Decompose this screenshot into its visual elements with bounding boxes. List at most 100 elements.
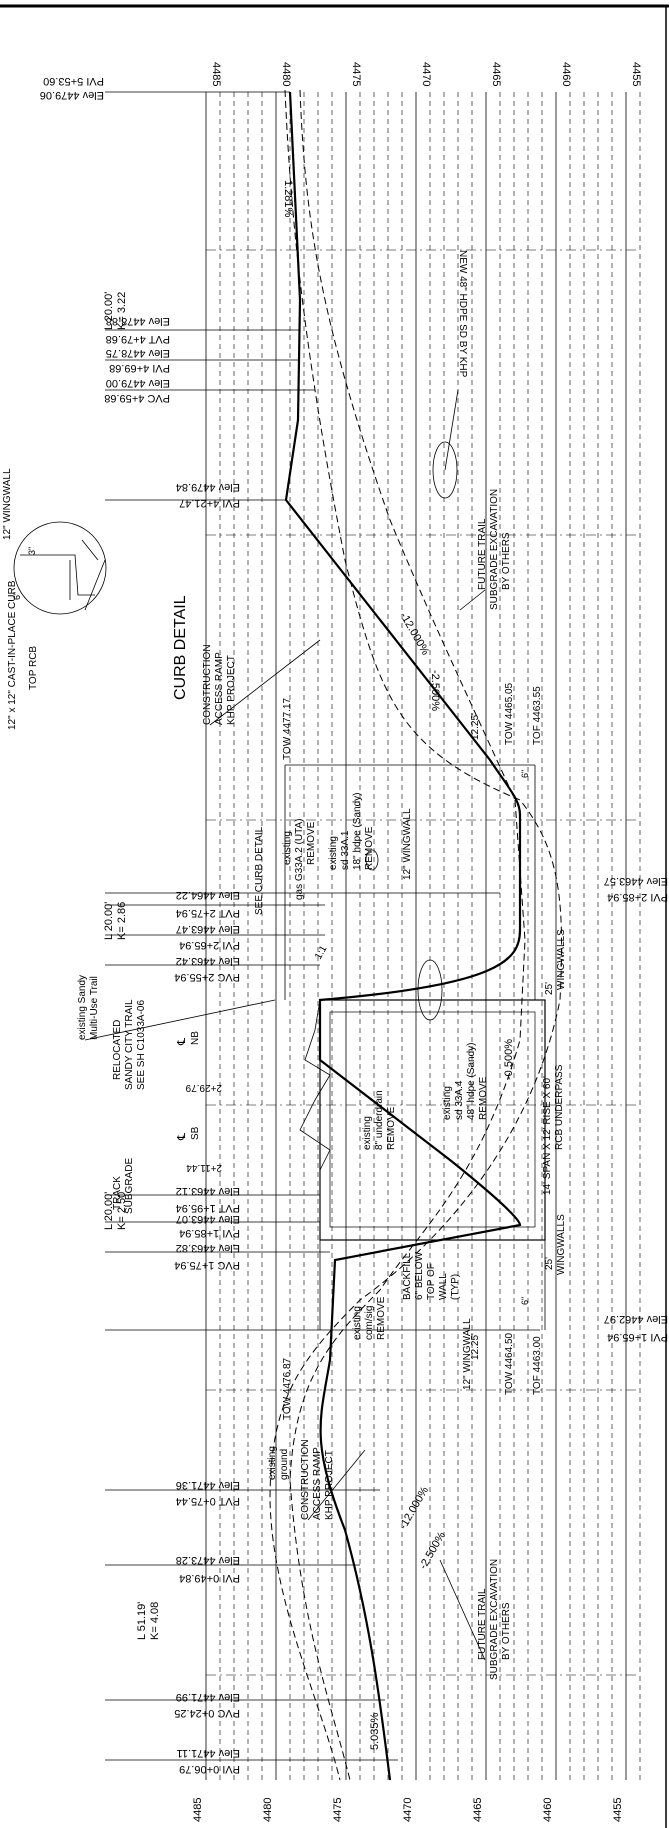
vpi-station-label: PVT 0+75.44 [176, 1495, 240, 1507]
future-trail-callout: FUTURE TRAIL [477, 1588, 488, 1660]
proposed-profile-line [284, 91, 522, 1781]
dim-6in: 6" [520, 1297, 530, 1305]
leader-line [459, 589, 486, 611]
leader-line [84, 999, 276, 1041]
callouts: NEW 48" HDPE SD BY KHP FUTURE TRAIL SUBG… [77, 250, 567, 1680]
existing-gas-callout: REMOVE [306, 821, 317, 865]
curve-length-label: L 20.00' [103, 902, 115, 940]
future-trail-callout: BY OTHERS [501, 1602, 512, 1660]
existing-gas-callout: existing [282, 831, 293, 865]
com-callout: com/sig [364, 1306, 375, 1340]
existing-sd-callout: sd 33A.4 [454, 1080, 465, 1120]
construction-callout: KHP PROJECT [226, 655, 237, 725]
curve-labels: L 20.00' K= 3.22 L 20.00' K= 2.86 L 20.0… [103, 292, 161, 1640]
vpi-station-label: PVI 0+06.79 [179, 1763, 240, 1775]
rcb-culvert-inner [329, 1011, 536, 1228]
elev-tick-label: 4475 [350, 62, 362, 86]
curb-detail-shape [20, 539, 106, 611]
vpi-station-label: PVI 2+85.94 [607, 891, 668, 903]
vpi-station-label: PVT 2+75.94 [176, 907, 240, 919]
wingwall-callout: 12" WINGWALL [402, 808, 413, 880]
existing-sd-callout: REMOVE [364, 826, 375, 870]
leader-line [439, 1559, 486, 1661]
vpi-elev-label: Elev 4463.12 [176, 1185, 240, 1197]
vpi-elev-label: Elev 4479.00 [106, 377, 170, 389]
vpi-elev-label: Elev 4462.97 [604, 1313, 668, 1325]
curve-k-label: K= 2.50 [116, 1192, 128, 1230]
elev-tick-label: 4455 [612, 1798, 624, 1822]
curb-detail-title: CURB DETAIL [172, 595, 189, 700]
existing-sd-callout: sd 33A.1 [340, 830, 351, 870]
elev-tick-label: 4460 [542, 1798, 554, 1822]
relocated-callout: RELOCATED [112, 1020, 123, 1080]
leader-line [307, 1449, 366, 1521]
centerline-sb: SB [190, 1126, 201, 1140]
tof-label: TOF 4463.00 [532, 1336, 543, 1395]
wingwall-callout: 12" WINGWALL [462, 1318, 473, 1390]
elev-tick-label: 4465 [472, 1798, 484, 1822]
vpi-elev-label: Elev 4463.57 [604, 875, 668, 887]
curve-length-label: L 51.19' [136, 1602, 148, 1640]
construction-callout: ACCESS RAMP [312, 1447, 323, 1520]
wingwalls-callout: WINGWALLS [556, 929, 567, 990]
vpi-elev-label: Elev 4463.82 [176, 1242, 240, 1254]
wingwalls-callout: WINGWALLS [556, 1214, 567, 1275]
com-callout: REMOVE [376, 1296, 387, 1340]
curb-detail-label: 12" WINGWALL [2, 468, 13, 540]
vpi-station-label: PVT 1+95.94 [176, 1202, 240, 1214]
tow-label: TOW 4476.87 [282, 1357, 293, 1420]
elev-tick-label: 4470 [402, 1798, 414, 1822]
station-grid-lines [206, 249, 640, 1676]
curve-k-label: K= 4.08 [149, 1602, 161, 1640]
curb-detail-label: 6" [12, 592, 22, 600]
centerline-nb: ℄ [176, 1038, 188, 1046]
centerline-sb: ℄ [176, 1133, 188, 1141]
rcb-culvert [319, 999, 546, 1241]
future-trail-callout: SUBGRADE EXCAVATION [489, 1559, 500, 1680]
pipe-ellipse [432, 441, 458, 499]
vpi-leaders [105, 91, 540, 1761]
wingwalls-callout: 25' [544, 1257, 555, 1270]
vpi-elev-label: Elev 4463.07 [176, 1213, 240, 1225]
curve-k-label: K= 2.86 [116, 902, 128, 940]
leader-line [444, 389, 459, 471]
existing-sd-callout: existing [328, 836, 339, 870]
curb-detail-circle [13, 521, 107, 615]
elev-tick-label: 4455 [630, 62, 642, 86]
track-callout: SUBGRADE [124, 1158, 135, 1214]
vpi-elev-label: Elev 4471.11 [177, 1747, 240, 1759]
construction-callout: CONSTRUCTION [300, 1439, 311, 1520]
curb-detail: CURB DETAIL 12" WINGWALL 12" x 12" CAST-… [2, 468, 189, 730]
tow-label: TOW 4477.17 [282, 697, 293, 760]
vpi-station-label: PVC 0+24.25 [174, 1707, 240, 1719]
backfill-callout: WALL [438, 1273, 449, 1300]
relocated-callout: SEE SH C1033A-06 [136, 1000, 147, 1090]
centerline-nb: NB [190, 1031, 201, 1045]
backfill-callout: (TYP) [450, 1274, 461, 1300]
relocated-callout: SANDY CITY TRAIL [124, 999, 135, 1090]
future-trail-callout: FUTURE TRAIL [477, 518, 488, 590]
grade-label: 5.035% [369, 1712, 381, 1750]
pipe-ellipse [417, 959, 443, 1021]
elev-tick-label: 4465 [490, 62, 502, 86]
curve-length-label: L 20.00' [103, 292, 115, 330]
tof-label: TOF 4463.55 [532, 686, 543, 745]
leader-line [209, 639, 321, 726]
grade-label: -12.000% [397, 611, 431, 658]
existing-sd-callout: 48" hdpe (Sandy) [466, 1043, 477, 1121]
vpi-station-label: PVI 1+65.94 [607, 1331, 668, 1343]
elev-tick-label: 4475 [332, 1798, 344, 1822]
elevation-labels-bottom: 4485 4480 4475 4470 4465 4460 4455 [192, 1798, 624, 1822]
vpi-elev-label: Elev 4471.99 [176, 1691, 240, 1703]
vpi-elev-label: Elev 4479.06 [40, 89, 104, 101]
backfill-callout: 6" BELOW [414, 1251, 425, 1300]
vpi-elev-label: Elev 4463.47 [176, 923, 240, 935]
see-curb-detail: SEE CURB DETAIL [254, 826, 265, 915]
existing-gas-callout: gas G33A.2 (UTA) [294, 818, 305, 900]
existing-ground-line-2 [289, 89, 526, 1781]
underdrain-callout: REMOVE [386, 1106, 397, 1150]
grade-label: -12.000% [397, 1485, 431, 1532]
grade-label: 1.281% [282, 180, 294, 218]
vpi-station-label: PVI 1+85.94 [179, 1227, 240, 1239]
construction-callout: ACCESS RAMP [214, 652, 225, 725]
